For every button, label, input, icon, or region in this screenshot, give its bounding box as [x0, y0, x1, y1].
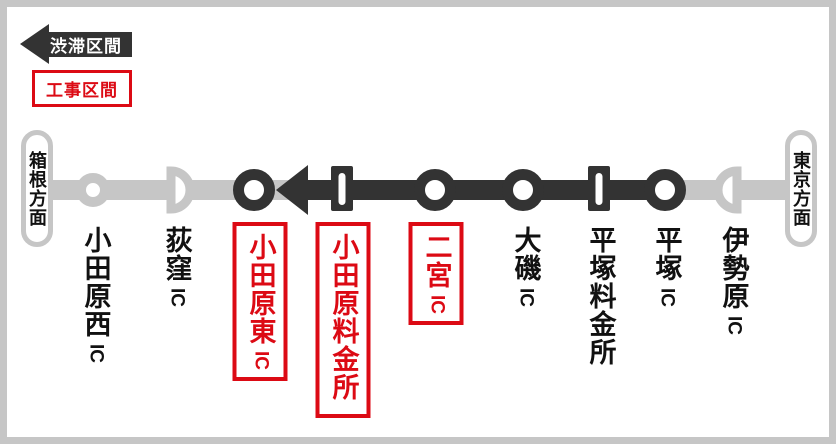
station-label-hiratsuka: 平塚 IC [651, 226, 682, 307]
ic-circle-odawara-higashi [233, 169, 275, 211]
direction-label-tokyo: 東京方面 [791, 150, 811, 227]
station-label-odawara-tollgate: 小田原料金所 [315, 222, 371, 418]
ic-circle-oiso [502, 169, 544, 211]
station-label-odawara-nishi: 小田原西 IC [80, 226, 111, 363]
ic-suffix: IC [656, 288, 678, 307]
ic-suffix: IC [250, 351, 272, 370]
construction-legend: 工事区間 [32, 70, 132, 107]
station-name: 大磯 [510, 226, 541, 282]
ic-circle-odawara-nishi [76, 173, 110, 207]
direction-capsule-tokyo: 東京方面 [785, 130, 817, 247]
ic-suffix: IC [515, 288, 537, 307]
station-name: 平塚料金所 [585, 226, 616, 366]
congestion-arrowhead-icon [276, 165, 308, 215]
congestion-road-line [300, 180, 666, 200]
station-name: 平塚 [651, 226, 682, 282]
ic-circle-hiratsuka [644, 169, 686, 211]
station-name: 二宮 [421, 233, 452, 289]
construction-legend-label: 工事区間 [46, 81, 118, 100]
congestion-legend-label: 渋滞区間 [48, 31, 132, 57]
station-label-ogikubo: 荻窪 IC [161, 226, 192, 307]
station-name: 小田原料金所 [328, 233, 359, 401]
tollgate-slot-odawara [338, 173, 346, 205]
tollgate-slot-hiratsuka [595, 173, 603, 205]
ic-suffix: IC [85, 344, 107, 363]
station-label-oiso: 大磯 IC [510, 226, 541, 307]
station-name: 小田原東 [245, 233, 276, 345]
station-label-isehara: 伊勢原 IC [718, 226, 749, 335]
ramp-half-circle-isehara [713, 166, 742, 214]
ic-suffix: IC [426, 295, 448, 314]
direction-capsule-hakone: 箱根方面 [21, 130, 53, 247]
station-name: 小田原西 [80, 226, 111, 338]
congestion-legend: 渋滞区間 [20, 24, 132, 64]
ic-suffix: IC [166, 288, 188, 307]
direction-label-hakone: 箱根方面 [27, 150, 47, 227]
station-name: 荻窪 [161, 226, 192, 282]
station-name: 伊勢原 [718, 226, 749, 310]
ic-suffix: IC [723, 316, 745, 335]
station-label-ninomiya: 二宮 IC [408, 222, 464, 325]
left-arrow-icon [20, 24, 49, 64]
ramp-half-circle-ogikubo [166, 166, 195, 214]
station-label-hiratsuka-tollgate: 平塚料金所 [585, 226, 616, 372]
ic-circle-ninomiya [414, 169, 456, 211]
station-label-odawara-higashi: 小田原東 IC [232, 222, 288, 381]
